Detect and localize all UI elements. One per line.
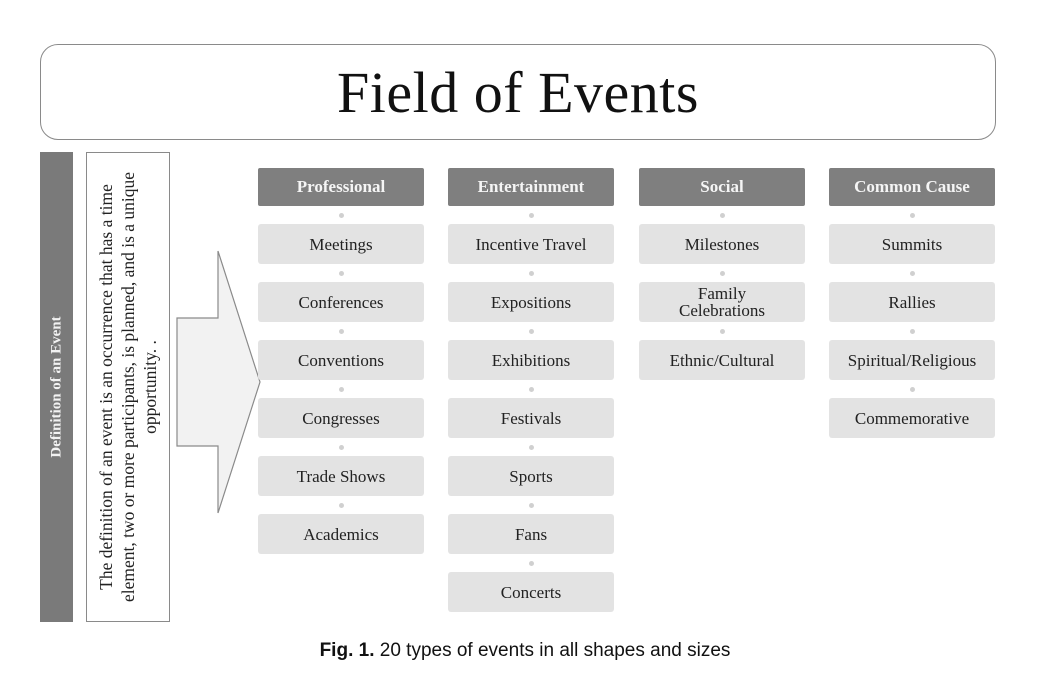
event-type-item: Trade Shows [258,456,424,496]
connector-dot [258,264,424,282]
connector-dot [258,438,424,456]
connector-dot [258,322,424,340]
event-type-item: Spiritual/Religious [829,340,995,380]
connector-dot [448,322,614,340]
event-type-item: Incentive Travel [448,224,614,264]
title-box: Field of Events [40,44,996,140]
connector-dot [448,206,614,224]
figure-caption: Fig. 1. 20 types of events in all shapes… [0,640,1050,662]
event-type-item: Meetings [258,224,424,264]
event-type-item: Academics [258,514,424,554]
connector-dot [829,206,995,224]
connector-dot [258,206,424,224]
event-type-item: Milestones [639,224,805,264]
caption-label: Fig. 1. [319,640,375,661]
connector-dot [258,380,424,398]
connector-dot [829,322,995,340]
event-type-item: Exhibitions [448,340,614,380]
definition-label-bar: Definition of an Event [40,152,73,622]
connector-dot [448,380,614,398]
event-type-item: Festivals [448,398,614,438]
connector-dot [639,322,805,340]
event-type-item: Summits [829,224,995,264]
event-type-item: Expositions [448,282,614,322]
event-type-item: Congresses [258,398,424,438]
event-type-item: Sports [448,456,614,496]
event-type-item: Commemorative [829,398,995,438]
connector-dot [448,438,614,456]
right-arrow-icon [176,250,261,514]
caption-text: 20 types of events in all shapes and siz… [374,640,731,661]
event-type-item: Ethnic/Cultural [639,340,805,380]
connector-dot [258,496,424,514]
event-type-item: Concerts [448,572,614,612]
column-header: Social [639,168,805,206]
connector-dot [829,264,995,282]
event-type-item: Rallies [829,282,995,322]
connector-dot [639,206,805,224]
event-type-item: Family Celebrations [639,282,805,322]
connector-dot [639,264,805,282]
column-header: Professional [258,168,424,206]
event-type-item: Conferences [258,282,424,322]
event-type-item: Fans [448,514,614,554]
event-type-item: Conventions [258,340,424,380]
column-header: Common Cause [829,168,995,206]
connector-dot [448,554,614,572]
connector-dot [448,264,614,282]
connector-dot [829,380,995,398]
column-header: Entertainment [448,168,614,206]
definition-label: Definition of an Event [48,316,64,458]
definition-text: The definition of an event is an occurre… [96,171,160,603]
connector-dot [448,496,614,514]
definition-box: The definition of an event is an occurre… [86,152,170,622]
diagram-title: Field of Events [337,59,699,125]
